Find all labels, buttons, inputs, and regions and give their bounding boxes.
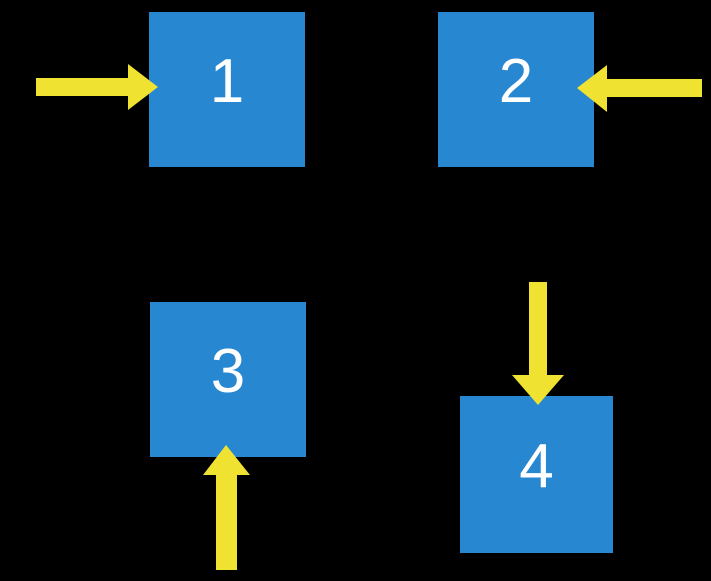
arrow-right-icon xyxy=(36,64,158,110)
square-4-label: 4 xyxy=(519,431,554,501)
arrow-up-icon xyxy=(203,445,250,570)
square-4: 4 xyxy=(460,396,613,553)
square-1-label: 1 xyxy=(209,46,245,116)
square-2-label: 2 xyxy=(498,46,534,116)
square-3-label: 3 xyxy=(210,336,246,406)
arrow-left-icon xyxy=(577,65,702,112)
square-1: 1 xyxy=(149,12,305,167)
square-2: 2 xyxy=(438,12,594,167)
square-3: 3 xyxy=(150,302,306,457)
arrow-down-icon xyxy=(512,282,564,405)
